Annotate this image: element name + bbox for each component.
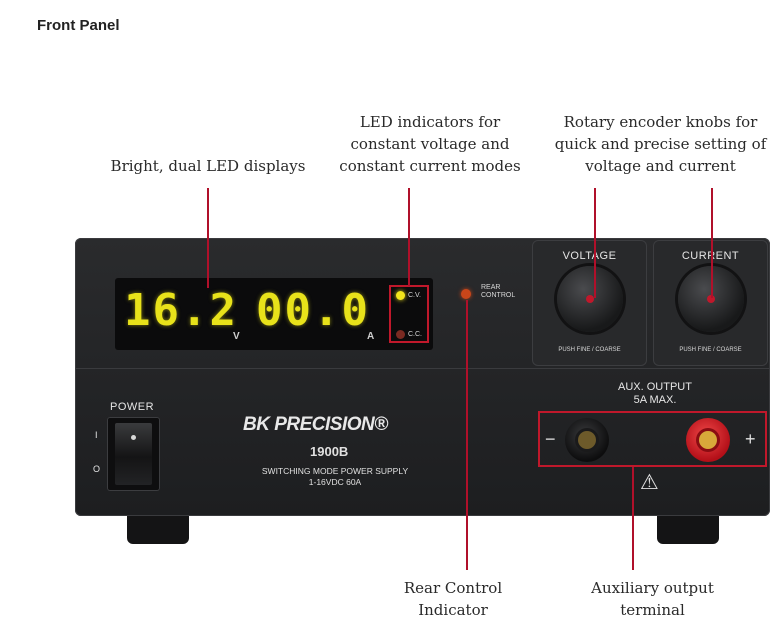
switch-on-mark: I [95, 430, 99, 440]
leader-line-displays [207, 188, 209, 288]
callout-line: constant current modes [339, 157, 521, 175]
callout-line: Rotary encoder knobs for [563, 113, 758, 131]
minus-sign: − [545, 429, 556, 449]
callout-aux-terminal: Auxiliary output terminal [591, 579, 714, 619]
voltage-knob-marker-icon [586, 295, 594, 303]
callout-line: LED indicators for [359, 113, 501, 131]
switch-off-mark: O [93, 464, 101, 474]
aux-terminal-box [538, 411, 767, 467]
panel-divider [75, 368, 770, 369]
voltage-display: 16.2 [124, 285, 238, 336]
leader-line-rear-control [466, 300, 468, 570]
rear-control-led-icon [461, 289, 471, 299]
product-description: SWITCHING MODE POWER SUPPLY 1-16VDC 60A [261, 466, 409, 487]
plus-sign: + [745, 429, 756, 449]
voltage-unit: V [233, 331, 240, 342]
current-display: 00.0 [256, 285, 370, 336]
cv-label: C.V. [408, 292, 421, 299]
leader-line-current-knob [711, 188, 713, 298]
mode-indicator-box [389, 285, 429, 343]
negative-terminal-socket-icon [578, 431, 596, 449]
current-knob-label: CURRENT [653, 250, 768, 262]
callout-displays: Bright, dual LED displays [110, 157, 306, 175]
page-title: Front Panel [37, 17, 120, 34]
leader-line-led-indicators [408, 188, 410, 286]
aux-output-label: AUX. OUTPUT 5A MAX. [618, 381, 692, 406]
rear-control-label: REAR CONTROL [481, 284, 516, 299]
device-foot-right [657, 512, 719, 544]
positive-terminal-socket-icon [699, 431, 717, 449]
current-knob-marker-icon [707, 295, 715, 303]
leader-line-aux-terminal [632, 467, 634, 570]
cc-led-icon [396, 330, 405, 339]
voltage-knob-label: VOLTAGE [562, 250, 617, 262]
callout-line: constant voltage and [350, 135, 510, 153]
warning-icon: ⚠ [640, 470, 659, 494]
voltage-knob-sublabel: PUSH FINE / COARSE [558, 347, 621, 353]
cc-label: C.C. [408, 331, 422, 338]
power-label: POWER [110, 401, 155, 413]
callout-line: voltage and current [585, 157, 736, 175]
current-knob-sublabel: PUSH FINE / COARSE [679, 347, 742, 353]
callout-led-indicators: LED indicators for constant voltage and … [330, 111, 530, 177]
callout-knobs: Rotary encoder knobs for quick and preci… [553, 111, 768, 177]
cv-led-icon [396, 291, 405, 300]
leader-line-voltage-knob [594, 188, 596, 298]
current-unit: A [367, 331, 375, 342]
callout-rear-control: Rear Control Indicator [403, 579, 503, 619]
power-switch-dot-icon [131, 435, 136, 440]
callout-line: quick and precise setting of [554, 135, 767, 153]
device-foot-left [127, 512, 189, 544]
model-number: 1900B [310, 444, 349, 459]
led-display-window [115, 278, 433, 350]
brand-logo: BK PRECISION® [243, 414, 388, 435]
power-switch[interactable] [115, 423, 152, 485]
